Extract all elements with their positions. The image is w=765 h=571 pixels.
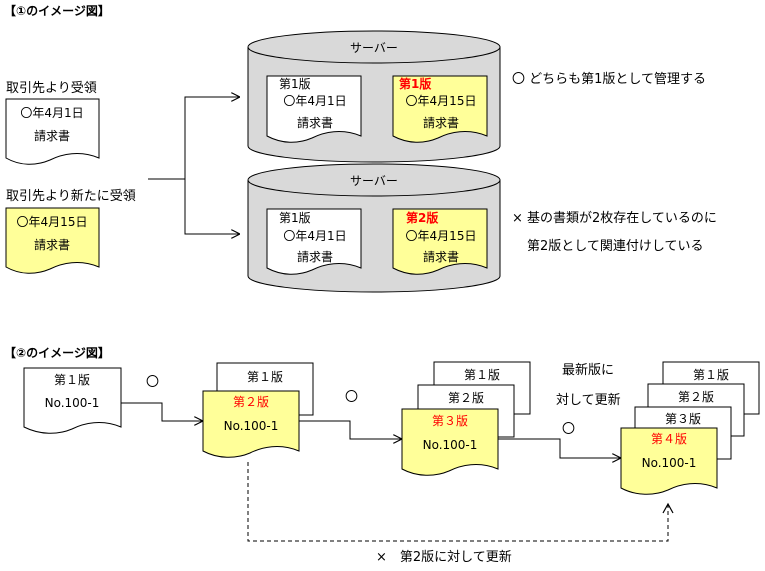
section2-title: 【②のイメージ図】 bbox=[4, 345, 110, 360]
section1-title: 【①のイメージ図】 bbox=[4, 3, 110, 18]
version3-number: No.100-1 bbox=[423, 438, 478, 452]
new-received-label: 取引先より新たに受領 bbox=[6, 188, 136, 204]
server-top-doc-b-date: 〇年4月15日 bbox=[406, 94, 477, 108]
server-bottom-doc-b-title: 請求書 bbox=[423, 250, 459, 264]
version1-label: 第１版 bbox=[54, 373, 90, 387]
server-bottom-note-line1: × 基の書類が2枚存在しているのに bbox=[512, 211, 717, 226]
latest-note-line2: 対して更新 bbox=[556, 392, 621, 408]
dashed-wrong-path bbox=[247, 462, 669, 542]
version2-back-label: 第１版 bbox=[247, 370, 283, 384]
new-received-doc-date: 〇年4月15日 bbox=[17, 215, 88, 229]
version3-label: 第３版 bbox=[432, 414, 468, 428]
version2-label: 第２版 bbox=[233, 395, 269, 409]
new-received-document: 〇年4月15日 請求書 bbox=[5, 207, 100, 274]
server-bottom-note-line2: 第2版として関連付けしている bbox=[527, 239, 704, 254]
server-top-doc-b: 第1版 〇年4月15日 請求書 bbox=[392, 75, 488, 143]
circle-mark-1: 〇 bbox=[146, 375, 159, 390]
arrow-v3-to-v4 bbox=[498, 438, 621, 458]
connector-to-bottom-server bbox=[184, 179, 240, 234]
dashed-wrong-path-arrowhead bbox=[662, 502, 674, 514]
version2-stack: 第１版 第２版 No.100-1 bbox=[202, 362, 314, 458]
arrow-v2-to-v3 bbox=[299, 420, 402, 439]
server-bottom-doc-a-version: 第1版 bbox=[279, 211, 311, 225]
latest-note-line1: 最新版に bbox=[562, 362, 614, 378]
received-label: 取引先より受領 bbox=[6, 80, 97, 96]
version3-back-label-2: 第２版 bbox=[448, 391, 484, 405]
circle-mark-3: 〇 bbox=[562, 422, 575, 437]
received-doc-title: 請求書 bbox=[34, 129, 70, 143]
version1-document: 第１版 No.100-1 bbox=[23, 367, 122, 434]
server-top-doc-b-version: 第1版 bbox=[399, 76, 431, 91]
server-top-doc-a-title: 請求書 bbox=[297, 116, 333, 130]
version4-stack: 第１版 第２版 第３版 第４版 No.100-1 bbox=[620, 361, 760, 495]
server-bottom-doc-b-date: 〇年4月15日 bbox=[406, 229, 477, 243]
server-bottom-doc-b: 第2版 〇年4月15日 請求書 bbox=[392, 208, 488, 275]
server-bottom-doc-a-title: 請求書 bbox=[297, 250, 333, 264]
connector-to-top-server bbox=[148, 97, 240, 180]
version2-number: No.100-1 bbox=[224, 419, 279, 433]
version4-label: 第４版 bbox=[651, 432, 687, 446]
server-bottom-label: サーバー bbox=[350, 174, 398, 188]
version3-back-label-1: 第１版 bbox=[464, 368, 500, 382]
circle-mark-2: 〇 bbox=[345, 390, 358, 405]
server-top-note: 〇 どちらも第1版として管理する bbox=[512, 72, 706, 87]
version1-number: No.100-1 bbox=[45, 396, 100, 410]
new-received-doc-title: 請求書 bbox=[34, 238, 70, 252]
version4-number: No.100-1 bbox=[642, 456, 697, 470]
version4-back-label-1: 第１版 bbox=[693, 368, 729, 382]
server-top-doc-b-title: 請求書 bbox=[423, 116, 459, 130]
received-doc-date: 〇年4月1日 bbox=[20, 106, 83, 120]
server-bottom: サーバー 第1版 〇年4月1日 請求書 第2版 〇年4月15日 請求書 bbox=[247, 163, 501, 293]
server-top-doc-a-version: 第1版 bbox=[279, 77, 311, 91]
version3-stack: 第１版 第２版 第３版 No.100-1 bbox=[401, 361, 531, 476]
server-top-label: サーバー bbox=[350, 41, 398, 55]
version4-back-label-3: 第３版 bbox=[665, 412, 701, 426]
version4-back-label-2: 第２版 bbox=[678, 390, 714, 404]
server-top-doc-a: 第1版 〇年4月1日 請求書 bbox=[266, 75, 362, 143]
wrong-update-note: × 第2版に対して更新 bbox=[376, 549, 512, 565]
server-bottom-doc-a-date: 〇年4月1日 bbox=[283, 229, 346, 243]
server-bottom-doc-a: 第1版 〇年4月1日 請求書 bbox=[266, 208, 362, 275]
server-bottom-doc-b-version: 第2版 bbox=[406, 210, 438, 225]
received-document: 〇年4月1日 請求書 bbox=[5, 98, 100, 165]
server-top-doc-a-date: 〇年4月1日 bbox=[283, 94, 346, 108]
arrow-v1-to-v2 bbox=[121, 402, 203, 421]
server-top: サーバー 第1版 〇年4月1日 請求書 第1版 〇年4月15日 請求書 bbox=[247, 30, 501, 163]
